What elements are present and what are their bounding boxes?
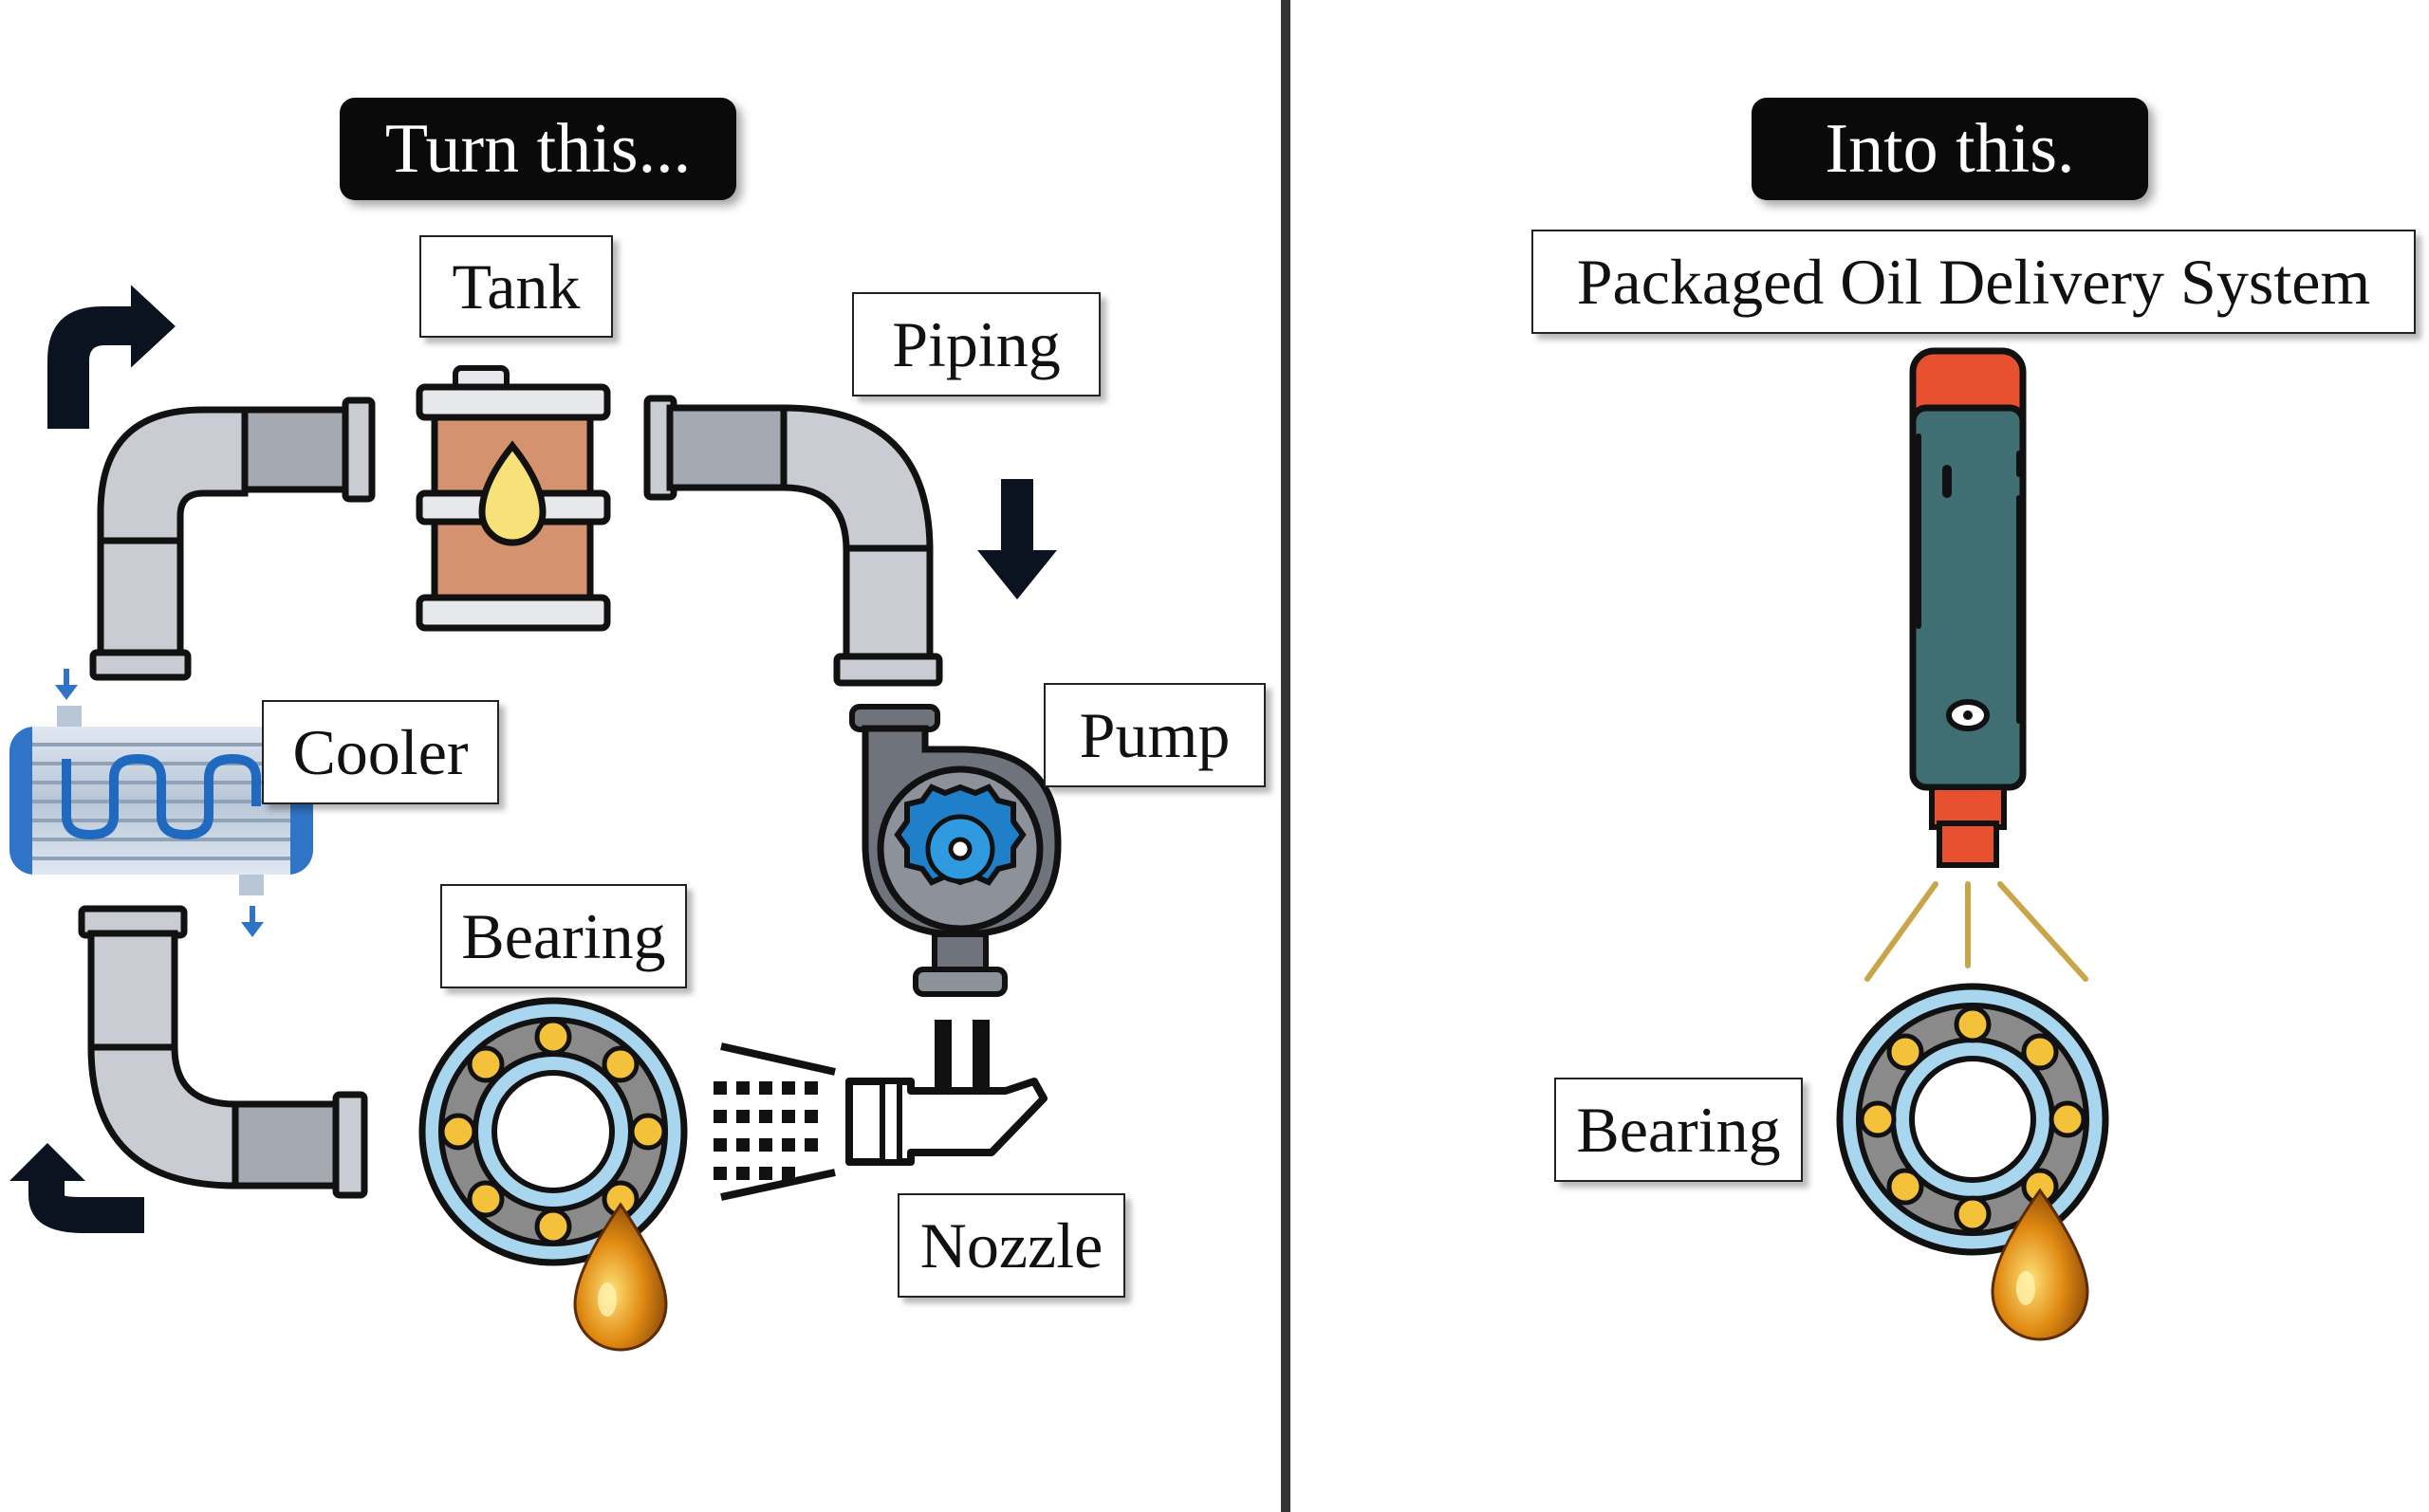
- pipe-elbow-top-left: [89, 396, 376, 681]
- lubricator-spray: [1864, 881, 2088, 982]
- flow-arrow-top-left-icon: [47, 285, 176, 429]
- bearing-right-icon: [1836, 983, 2109, 1256]
- piping-label: Piping: [852, 292, 1101, 396]
- pipe-elbow-top-right: [643, 395, 943, 687]
- bearing-left-label: Bearing: [440, 884, 687, 988]
- oil-drop-left-icon: [573, 1202, 668, 1352]
- lubricator-icon: [1909, 347, 2027, 868]
- flow-arrow-down-icon: [977, 479, 1057, 599]
- nozzle-spray: [714, 1042, 836, 1201]
- right-panel-heading: Into this.: [1752, 98, 2148, 200]
- nozzle-label: Nozzle: [898, 1193, 1125, 1298]
- left-panel-heading: Turn this...: [340, 98, 736, 200]
- tank-icon: [416, 365, 611, 632]
- cooler-icon: [9, 669, 313, 937]
- flow-arrow-bottom-left-icon: [9, 1143, 144, 1233]
- tank-label: Tank: [419, 235, 613, 338]
- oil-drop-right-icon: [1991, 1188, 2089, 1341]
- pipe-elbow-bottom-left: [78, 905, 368, 1199]
- panel-divider: [1281, 0, 1290, 1512]
- cooler-label: Cooler: [262, 700, 499, 804]
- nozzle-icon: [845, 1020, 1048, 1166]
- pump-label: Pump: [1044, 683, 1266, 787]
- bearing-right-label: Bearing: [1554, 1078, 1803, 1182]
- system-label: Packaged Oil Delivery System: [1531, 230, 2416, 334]
- pump-icon: [849, 704, 1062, 997]
- bearing-left-icon: [418, 997, 688, 1266]
